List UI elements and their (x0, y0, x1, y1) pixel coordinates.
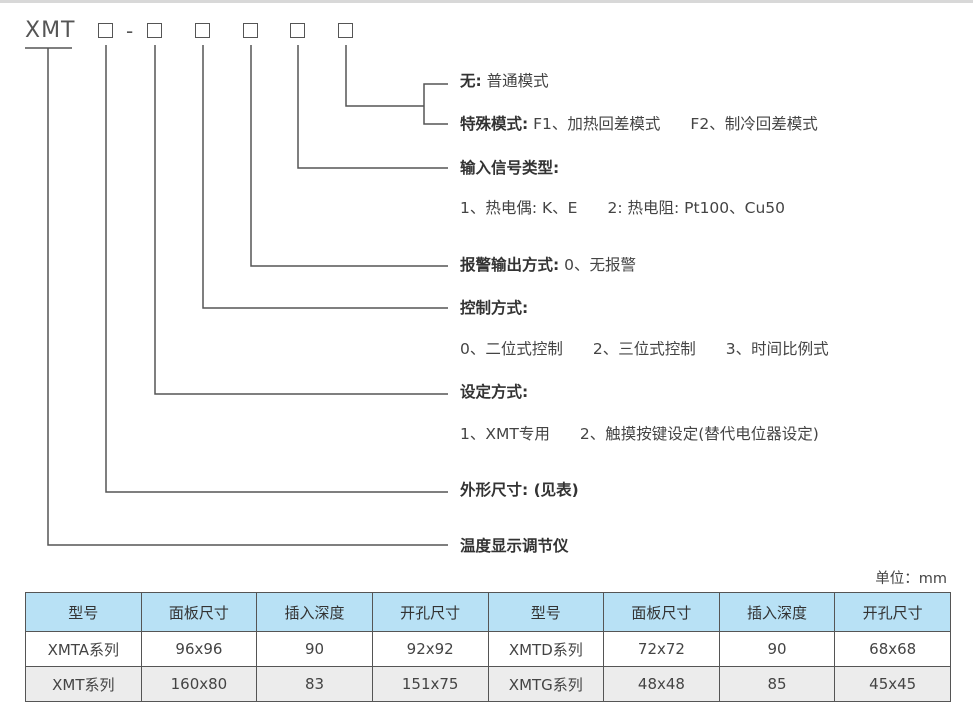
connector-mode (345, 45, 424, 107)
code-box-shape (98, 23, 113, 38)
table-cell: 83 (256, 666, 373, 702)
model-prefix: XMT (25, 18, 76, 43)
table-cell: 45x45 (834, 666, 951, 702)
label-normal-mode: 无: 普通模式 (460, 72, 549, 90)
code-box-alarm (243, 23, 258, 38)
label-setting-mode: 设定方式: (460, 383, 529, 401)
table-cell: 48x48 (603, 666, 720, 702)
header-cutout-size: 开孔尺寸 (371, 592, 489, 632)
code-box-mode (338, 23, 353, 38)
label-dimensions: 外形尺寸: (见表) (460, 481, 579, 499)
table-cell: 68x68 (834, 631, 951, 667)
connector-lines (25, 45, 448, 546)
table-cell: 90 (718, 631, 836, 667)
header-panel-size: 面板尺寸 (140, 592, 258, 632)
unit-label: 单位：mm (875, 571, 947, 587)
table-cell: 90 (256, 631, 373, 667)
table-cell: XMTG系列 (487, 666, 605, 702)
table-cell: XMTA系列 (25, 631, 142, 667)
label-alarm-output: 报警输出方式: 0、无报警 (460, 256, 637, 274)
table-cell: XMT系列 (25, 666, 142, 702)
connector-alarm (250, 45, 448, 267)
label-instrument: 温度显示调节仪 (460, 537, 569, 555)
header-model: 型号 (25, 592, 142, 632)
code-box-control (195, 23, 210, 38)
label-control-mode: 控制方式: (460, 299, 529, 317)
table-cell: 92x92 (371, 631, 489, 667)
model-separator: - (126, 19, 134, 43)
header-model: 型号 (487, 592, 605, 632)
top-rule (0, 0, 973, 3)
table-cell: 85 (718, 666, 836, 702)
table-cell: 151x75 (371, 666, 489, 702)
table-cell: 160x80 (140, 666, 258, 702)
connector-input (297, 45, 448, 169)
header-insert-depth: 插入深度 (718, 592, 836, 632)
table-row: XMT系列 160x80 83 151x75 XMTG系列 48x48 85 4… (25, 666, 951, 702)
connector-mode-fork (423, 83, 448, 125)
label-input-signal: 输入信号类型: (460, 159, 560, 177)
connector-instrument (47, 48, 448, 546)
table-cell: 96x96 (140, 631, 258, 667)
header-panel-size: 面板尺寸 (603, 592, 720, 632)
table-cell: 72x72 (603, 631, 720, 667)
connector-setting (154, 45, 448, 395)
header-cutout-size: 开孔尺寸 (834, 592, 951, 632)
connector-shape (105, 45, 448, 493)
connector-control (202, 45, 448, 309)
header-insert-depth: 插入深度 (256, 592, 373, 632)
table-row: XMTA系列 96x96 90 92x92 XMTD系列 72x72 90 68… (25, 631, 951, 667)
spec-table: 型号 面板尺寸 插入深度 开孔尺寸 型号 面板尺寸 插入深度 开孔尺寸 XMTA… (25, 592, 951, 702)
code-box-setting (147, 23, 162, 38)
table-cell: XMTD系列 (487, 631, 605, 667)
table-header-row: 型号 面板尺寸 插入深度 开孔尺寸 型号 面板尺寸 插入深度 开孔尺寸 (25, 592, 951, 632)
code-box-input (290, 23, 305, 38)
